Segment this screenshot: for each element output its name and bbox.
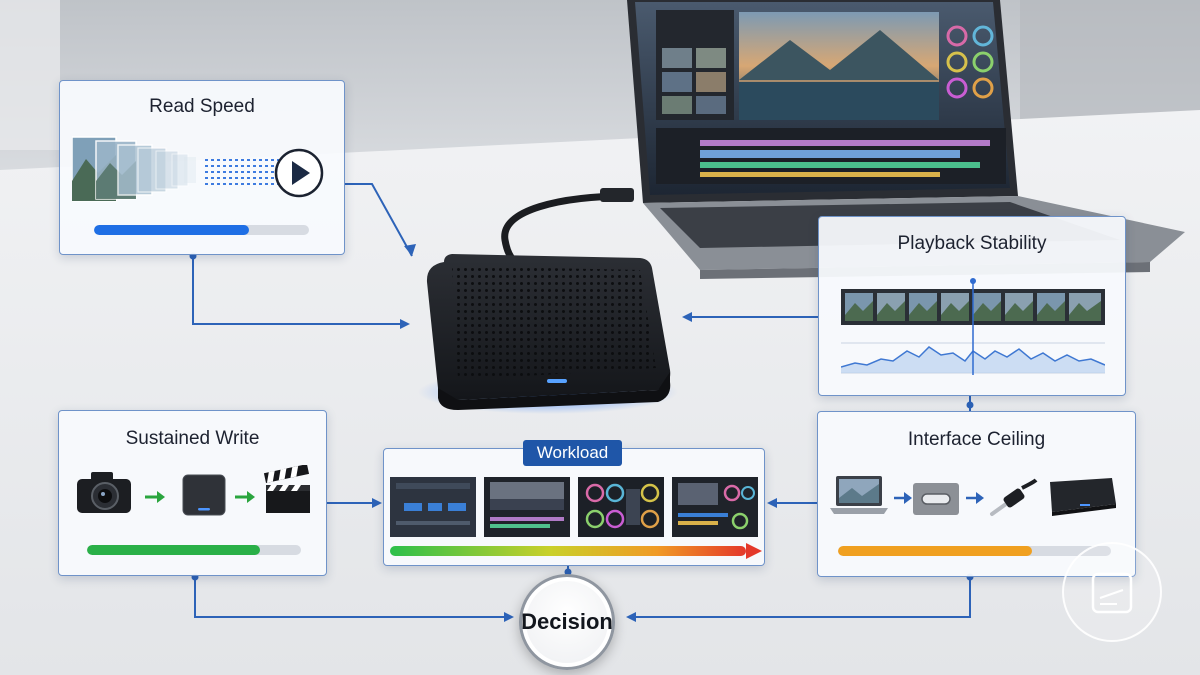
playback-stability-panel: Playback Stability (818, 216, 1126, 396)
sustained-write-bar (87, 545, 301, 555)
drive-icon (1050, 478, 1116, 516)
interface-ceiling-title: Interface Ceiling (907, 429, 1046, 450)
clapperboard-icon (263, 465, 310, 513)
interface-ceiling-bar-fill (838, 546, 1032, 556)
laptop-icon (830, 476, 888, 514)
usb-c-port-icon (913, 483, 959, 515)
usb-cable-icon (990, 478, 1038, 516)
arrow-right-icon (966, 492, 984, 504)
image-stack-icon (72, 136, 196, 202)
decision-label: Decision (521, 609, 613, 634)
camera-icon (77, 472, 131, 513)
sustained-write-title: Sustained Write (125, 428, 260, 449)
corner-badge (1062, 542, 1162, 642)
read-speed-bar-fill (94, 225, 249, 235)
workload-thumbnails (390, 477, 758, 537)
workload-gradient-arrow (390, 543, 762, 559)
arrow-right-icon (894, 492, 912, 504)
interface-ceiling-bar (838, 546, 1111, 556)
transfer-stream (205, 159, 283, 185)
edit-pad-icon (1091, 572, 1133, 614)
read-speed-bar (94, 225, 309, 235)
arrow-right-icon (235, 491, 255, 503)
interface-ceiling-panel: Interface Ceiling (817, 411, 1136, 577)
workload-tag: Workload (523, 440, 622, 466)
filmstrip-timeline (841, 278, 1105, 375)
sustained-write-bar-fill (87, 545, 261, 555)
read-speed-panel: Read Speed (59, 80, 345, 255)
workload-panel (383, 448, 765, 566)
drive-icon (182, 474, 226, 516)
playback-stability-title: Playback Stability (897, 233, 1047, 254)
read-speed-title: Read Speed (149, 96, 255, 117)
play-icon (274, 148, 324, 198)
sustained-write-panel: Sustained Write (58, 410, 327, 576)
arrow-right-icon (145, 491, 165, 503)
decision-node: Decision (519, 574, 615, 670)
